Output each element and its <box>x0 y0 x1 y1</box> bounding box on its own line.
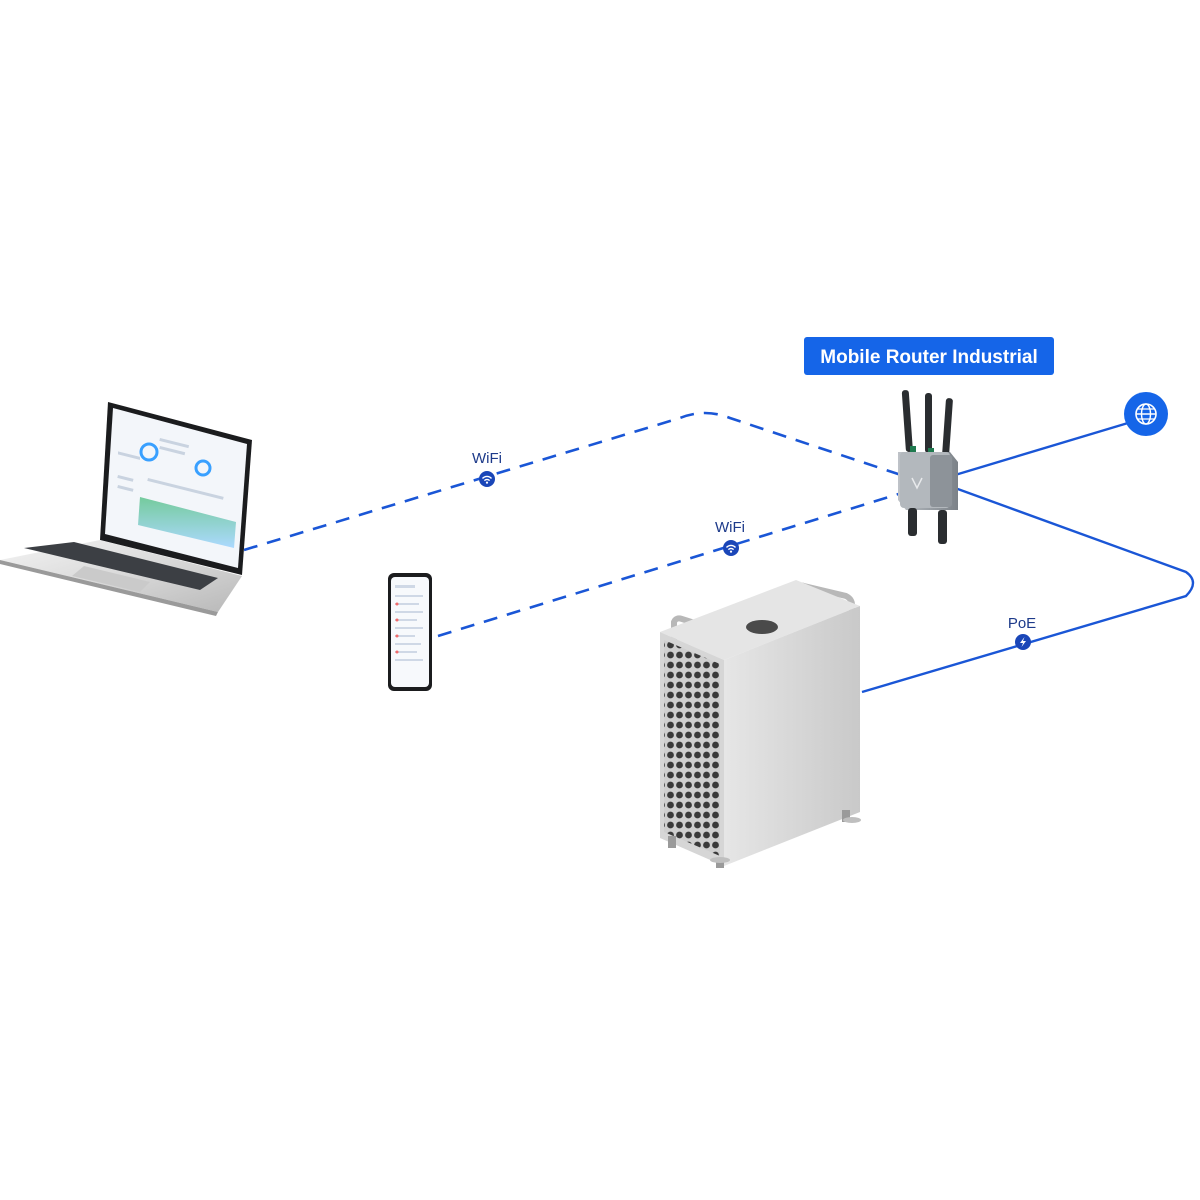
phone-wifi-link <box>437 490 906 638</box>
poe-label-text: PoE <box>1008 615 1036 632</box>
router-title-badge: Mobile Router Industrial <box>804 337 1054 375</box>
connection-lines <box>243 411 1195 694</box>
wifi-label-text: WiFi <box>472 450 502 467</box>
wifi-icon <box>723 540 739 556</box>
router-device <box>898 390 958 544</box>
lightning-icon <box>1015 634 1031 650</box>
wifi-label-text: WiFi <box>715 519 745 536</box>
phone-device <box>388 573 432 691</box>
poe-label: PoE <box>1008 615 1036 650</box>
laptop-device <box>0 402 252 616</box>
router-title: Mobile Router Industrial <box>820 347 1037 368</box>
internet-link <box>954 418 1139 477</box>
globe-icon <box>1124 392 1168 436</box>
wifi-label-laptop: WiFi <box>472 450 502 487</box>
wifi-label-phone: WiFi <box>715 519 745 556</box>
poe-link <box>861 486 1195 694</box>
wifi-icon <box>479 471 495 487</box>
laptop-wifi-link <box>243 411 911 552</box>
server-device <box>660 580 861 868</box>
